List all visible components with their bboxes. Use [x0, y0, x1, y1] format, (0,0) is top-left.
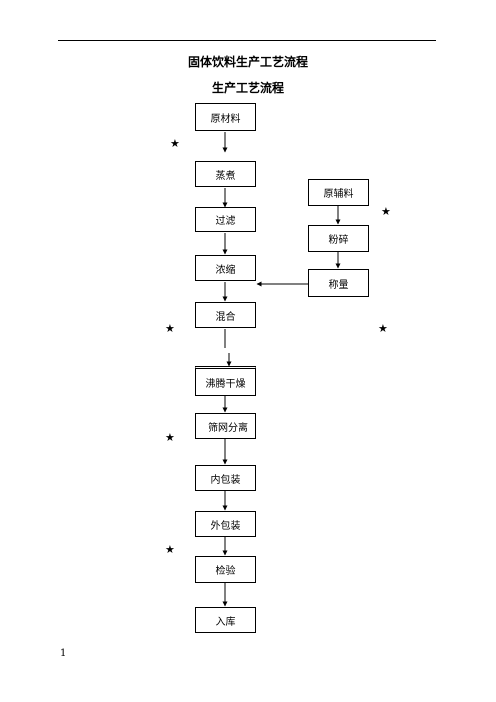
step-crushing: 粉碎	[308, 225, 369, 252]
step-auxiliary-material: 原辅料	[308, 179, 369, 206]
step-inner-packing: 内包装	[195, 465, 256, 491]
header-rule	[58, 40, 436, 41]
document-title: 固体饮料生产工艺流程	[187, 55, 308, 69]
ccp-star-icon: ★	[165, 431, 175, 444]
step-steaming: 蒸煮	[195, 161, 256, 187]
step-weighing: 称量	[308, 269, 369, 297]
step-fluidized-drying: 沸腾干燥	[195, 366, 256, 396]
ccp-star-icon: ★	[170, 137, 180, 150]
step-mixing: 混合	[195, 302, 256, 328]
step-screen-separation: 筛网分离	[195, 413, 256, 439]
page-number: 1	[60, 648, 67, 659]
document-subtitle: 生产工艺流程	[211, 81, 284, 95]
step-filtering: 过滤	[195, 207, 256, 232]
step-inspection: 检验	[195, 556, 256, 583]
step-warehousing: 入库	[195, 607, 256, 633]
ccp-star-icon: ★	[165, 322, 175, 335]
ccp-star-icon: ★	[381, 205, 391, 218]
step-concentration: 浓缩	[195, 255, 256, 281]
ccp-star-icon: ★	[165, 543, 175, 556]
step-outer-packing: 外包装	[195, 511, 256, 537]
ccp-star-icon: ★	[378, 322, 388, 335]
step-raw-material: 原材料	[195, 103, 256, 131]
